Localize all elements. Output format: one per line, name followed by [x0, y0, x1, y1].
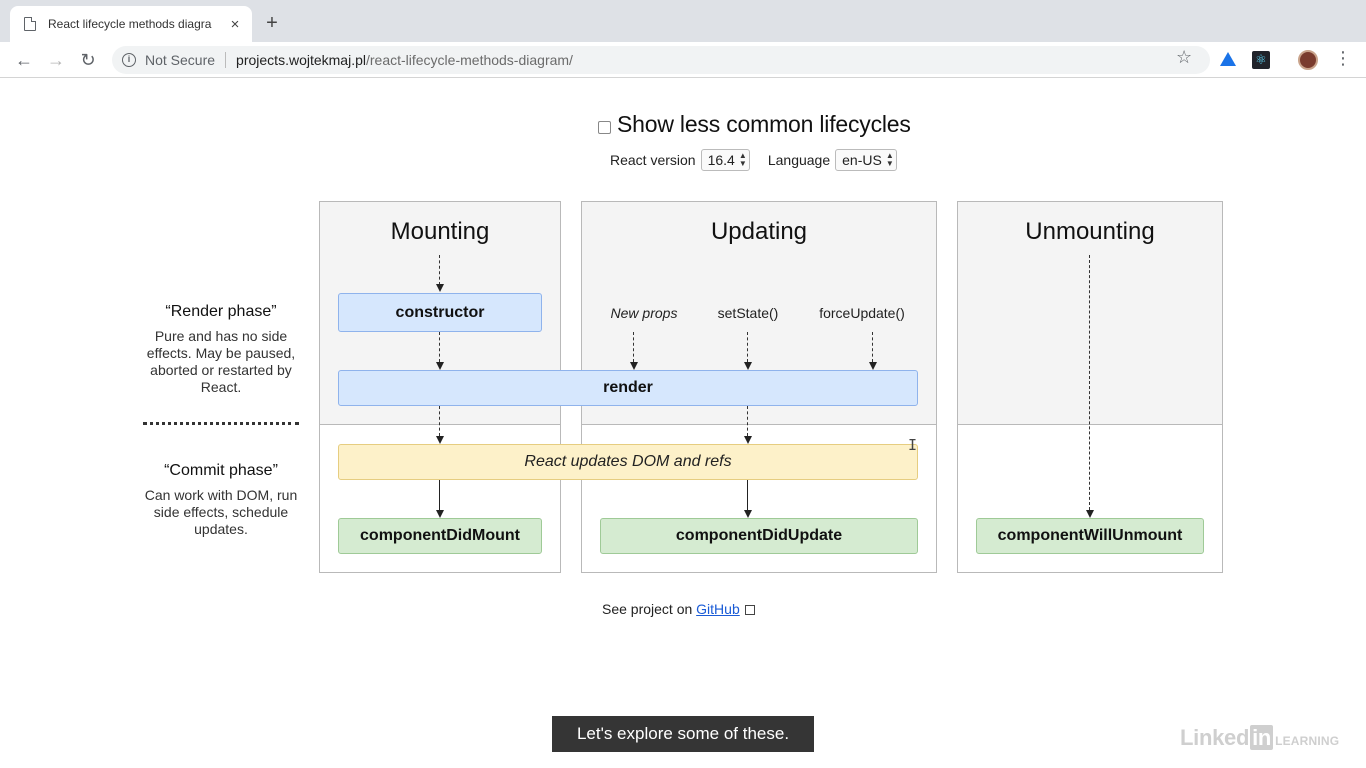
force-update-trigger: forceUpdate() [819, 305, 905, 321]
render-box[interactable]: render [338, 370, 918, 406]
version-language-row: React version 16.4 ▲▼ Language en-US ▲▼ [610, 149, 897, 171]
arrow-down-icon [1086, 510, 1094, 518]
kebab-menu-icon[interactable]: ⋮ [1334, 48, 1352, 68]
security-status[interactable]: Not Secure [145, 52, 216, 68]
connector [872, 332, 873, 362]
video-caption: Let's explore some of these. [552, 716, 814, 752]
arrow-down-icon [436, 436, 444, 444]
unmounting-title: Unmounting [1025, 218, 1155, 245]
react-version-label: React version [610, 152, 696, 168]
url-path[interactable]: /react-lifecycle-methods-diagram/ [365, 52, 573, 68]
commit-phase-description: Can work with DOM, run side effects, sch… [144, 487, 298, 537]
connector [747, 406, 748, 436]
react-updates-dom-box: React updates DOM and refs [338, 444, 918, 480]
language-value: en-US [842, 152, 882, 168]
watermark-learning: LEARNING [1275, 734, 1340, 748]
arrow-down-icon [869, 362, 877, 370]
watermark-linked: Linked [1180, 725, 1250, 750]
component-will-unmount-box[interactable]: componentWillUnmount [976, 518, 1204, 554]
browser-toolbar: ← → ↻ i Not Secure projects.wojtekmaj.pl… [0, 42, 1366, 78]
select-arrows-icon: ▲▼ [885, 151, 894, 168]
arrow-down-icon [436, 284, 444, 292]
text-cursor-icon: I [908, 436, 918, 454]
component-did-mount-box[interactable]: componentDidMount [338, 518, 542, 554]
select-arrows-icon: ▲▼ [738, 151, 747, 168]
page-icon [24, 17, 36, 31]
back-arrow-icon[interactable]: ← [15, 50, 33, 70]
connector [747, 480, 748, 510]
bookmark-star-icon[interactable]: ☆ [1176, 47, 1193, 67]
extension-icon[interactable] [1220, 52, 1236, 66]
address-bar[interactable]: i Not Secure projects.wojtekmaj.pl/react… [112, 46, 1210, 74]
connector [1089, 255, 1090, 510]
browser-tab[interactable]: React lifecycle methods diagra × [10, 6, 252, 42]
commit-phase-title: “Commit phase” [164, 462, 278, 479]
render-phase-description: Pure and has no side effects. May be pau… [146, 328, 296, 395]
react-version-value: 16.4 [707, 152, 735, 168]
connector [439, 332, 440, 362]
arrow-down-icon [630, 362, 638, 370]
footer-github: See project on GitHub [602, 601, 755, 617]
forward-arrow-icon[interactable]: → [47, 50, 65, 70]
reload-icon[interactable]: ↻ [80, 50, 96, 70]
browser-tab-strip: React lifecycle methods diagra × + [0, 0, 1366, 42]
info-icon[interactable]: i [122, 53, 136, 67]
show-less-common-checkbox[interactable] [598, 121, 611, 134]
react-version-select[interactable]: 16.4 ▲▼ [700, 149, 750, 171]
language-select[interactable]: en-US ▲▼ [835, 149, 897, 171]
connector [439, 255, 440, 285]
github-link[interactable]: GitHub [696, 601, 740, 617]
url-host[interactable]: projects.wojtekmaj.pl [236, 52, 366, 68]
page-content: Show less common lifecycles React versio… [0, 79, 1366, 768]
constructor-box[interactable]: constructor [338, 293, 542, 332]
render-phase-title: “Render phase” [165, 303, 277, 320]
render-phase-area [958, 202, 1222, 425]
new-tab-button[interactable]: + [266, 12, 278, 34]
connector [439, 480, 440, 510]
updating-title: Updating [710, 218, 808, 245]
react-devtools-icon[interactable]: ⚛ [1252, 51, 1270, 69]
arrow-down-icon [436, 362, 444, 370]
mounting-title: Mounting [390, 218, 490, 245]
see-project-label: See project on [602, 601, 697, 617]
phase-divider [143, 422, 299, 425]
arrow-down-icon [744, 436, 752, 444]
language-label: Language [767, 152, 831, 168]
divider [225, 52, 227, 68]
new-props-trigger: New props [610, 305, 678, 321]
arrow-down-icon [436, 510, 444, 518]
external-link-icon [744, 605, 755, 615]
connector [439, 406, 440, 436]
arrow-down-icon [744, 510, 752, 518]
connector [747, 332, 748, 362]
watermark-in: in [1250, 725, 1274, 750]
show-less-common-label[interactable]: Show less common lifecycles [617, 111, 911, 137]
avatar[interactable] [1298, 50, 1318, 70]
close-tab-icon[interactable]: × [230, 15, 240, 33]
tab-title: React lifecycle methods diagra [48, 17, 212, 31]
component-did-update-box[interactable]: componentDidUpdate [600, 518, 918, 554]
connector [633, 332, 634, 362]
arrow-down-icon [744, 362, 752, 370]
set-state-trigger: setState() [717, 305, 779, 321]
less-common-lifecycles-option[interactable]: Show less common lifecycles [598, 111, 911, 138]
